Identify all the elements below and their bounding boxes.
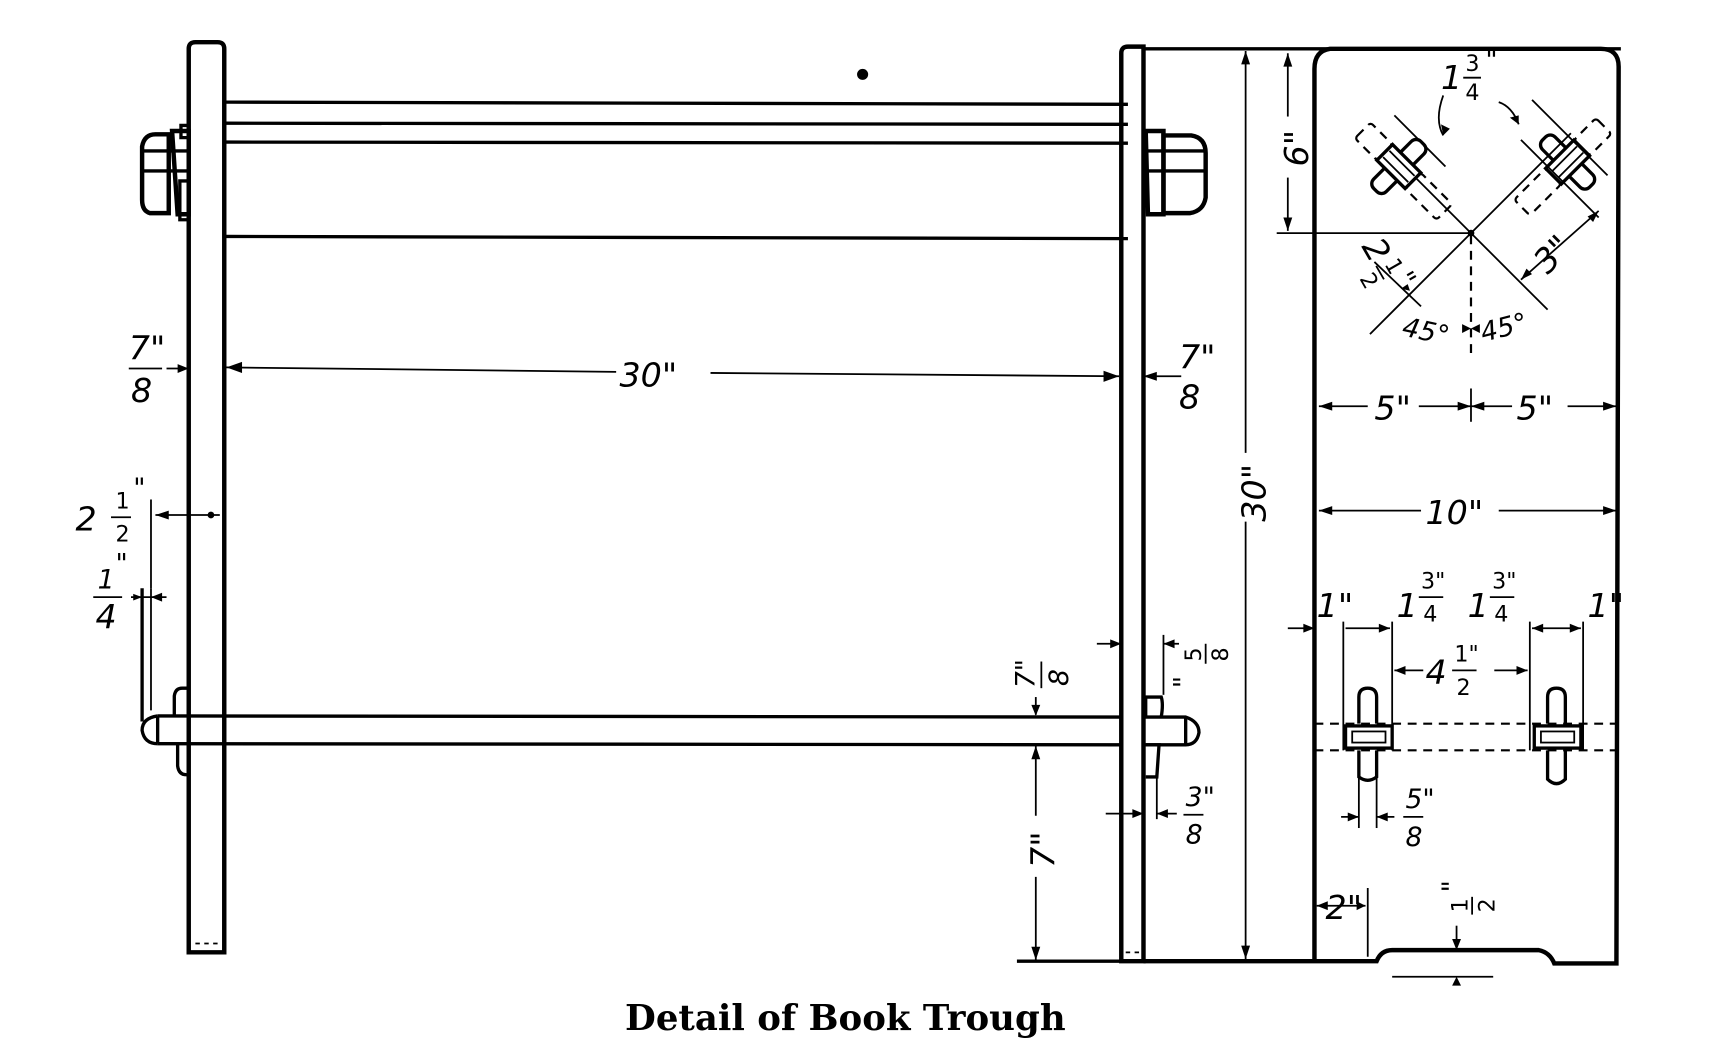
dim-tenon-lower: 3" 8	[1105, 782, 1215, 851]
bottom-slots	[1314, 621, 1617, 786]
dim-right-upright-thickness: 7" 8	[1143, 338, 1216, 416]
label-slot-gap-den: 2	[1457, 675, 1471, 701]
label-left-thickness-num: 7"	[129, 329, 166, 368]
label-peg-offset-den: 2	[115, 522, 129, 548]
right-bottom-wedge	[1144, 634, 1165, 820]
label-diag-slot-num: 3	[1465, 51, 1479, 77]
dim-peg-gap: 1 " 4	[93, 549, 167, 636]
label-diag-slot-whole: 1	[1441, 58, 1462, 97]
top-rails	[224, 100, 1128, 241]
label-diag-inner-den: 2	[1354, 268, 1384, 293]
label-right-thickness-num: 7"	[1179, 338, 1216, 377]
label-span-width: 30"	[619, 355, 677, 394]
label-tenon-upper-den: 8	[1208, 647, 1234, 661]
dim-rail-height: 7"	[1016, 745, 1122, 963]
label-top-offset: 6"	[1277, 130, 1316, 166]
left-bottom-peg	[1343, 686, 1394, 782]
dim-edge-left: 1"	[1287, 586, 1354, 633]
dim-tenon-upper: 5 8 "	[1096, 639, 1234, 688]
label-edge-left: 1"	[1317, 586, 1354, 625]
dim-foot-offset: 2"	[1316, 888, 1366, 927]
left-upright	[186, 39, 227, 955]
left-bottom-wedge	[140, 588, 191, 777]
label-peg-width-num: 5"	[1405, 784, 1434, 815]
dim-peg-width: 5" 8	[1341, 776, 1435, 853]
label-tenon-lower-den: 8	[1186, 820, 1203, 851]
label-foot-depth-den: 2	[1474, 898, 1500, 912]
dim-panel-width: 10"	[1318, 493, 1617, 532]
dim-top-offset: 6"	[1276, 53, 1471, 234]
dim-diag-slot: 1 3 4 "	[1437, 45, 1520, 136]
label-panel-width: 10"	[1425, 493, 1483, 532]
dim-slot-gap: 4 1" 2	[1394, 642, 1528, 701]
drawing-caption: Detail of Book Trough	[625, 998, 1066, 1039]
label-foot-depth-num: 1	[1448, 898, 1474, 912]
right-wedge-block	[1143, 128, 1208, 217]
dim-angles: 45° 45°	[1400, 307, 1531, 352]
label-peg-gap-num: 1	[98, 564, 115, 595]
dim-half-widths: 5" 5"	[1318, 388, 1617, 428]
dim-diag-arm: 3"	[1520, 210, 1600, 281]
left-wedge-block	[139, 123, 191, 222]
label-peg-width-den: 8	[1405, 822, 1422, 853]
label-slot-gap-num: 1"	[1454, 642, 1478, 668]
label-left-thickness-den: 8	[131, 371, 152, 410]
label-slot-gap-whole: 4	[1425, 653, 1446, 692]
label-rail-height: 7"	[1024, 831, 1063, 867]
label-edge-right: 1"	[1588, 586, 1625, 625]
label-peg-offset-unit: "	[133, 473, 145, 504]
dim-total-height: 30"	[1235, 51, 1274, 959]
label-slot-right-whole: 1	[1468, 586, 1489, 625]
label-half-width-right: 5"	[1517, 389, 1554, 428]
label-angle-left: 45°	[1400, 312, 1453, 352]
dim-diag-inner: 2 1 2 "	[1354, 231, 1422, 307]
bottom-rail	[140, 714, 1201, 747]
dim-slot-right: 1 3" 4	[1468, 568, 1581, 633]
label-peg-gap-den: 4	[95, 597, 116, 636]
dim-slot-left: 1 3" 4	[1345, 568, 1445, 633]
label-slot-right-num: 3"	[1492, 568, 1516, 594]
label-rail-thickness-num: 7"	[1011, 659, 1042, 688]
label-rail-thickness-den: 8	[1044, 669, 1075, 686]
dim-peg-offset: 2 1 2 "	[75, 473, 220, 589]
label-slot-left-num: 3"	[1421, 568, 1445, 594]
label-peg-offset-num: 1	[115, 488, 129, 514]
dim-left-upright-thickness: 7" 8	[128, 329, 189, 410]
label-angle-right: 45°	[1477, 307, 1530, 348]
right-bottom-peg	[1532, 686, 1583, 786]
label-tenon-lower-num: 3"	[1186, 782, 1215, 813]
dim-edge-right: 1"	[1588, 586, 1625, 625]
label-peg-gap-unit: "	[115, 549, 127, 580]
diagonal-pegs	[1355, 99, 1612, 353]
right-upright	[1119, 44, 1146, 964]
dim-foot-depth: 1 2 "	[1437, 880, 1500, 986]
label-slot-right-den: 4	[1494, 602, 1508, 628]
label-foot-depth-unit: "	[1437, 880, 1468, 892]
front-view	[139, 39, 1208, 964]
label-total-height: 30"	[1235, 464, 1274, 522]
dim-span-width: 30"	[226, 355, 1120, 394]
label-half-width-left: 5"	[1374, 389, 1411, 428]
label-tenon-upper-num: 5	[1181, 647, 1207, 661]
label-tenon-upper-unit: "	[1168, 676, 1199, 688]
label-right-thickness-den: 8	[1179, 377, 1200, 416]
dim-rail-thickness: 7" 8	[1011, 659, 1075, 716]
label-peg-offset-whole: 2	[75, 500, 96, 539]
label-diag-slot-unit: "	[1485, 45, 1497, 76]
side-panel	[1143, 46, 1621, 978]
label-diag-slot-den: 4	[1465, 80, 1479, 106]
ink-dot	[857, 68, 869, 80]
label-foot-offset: 2"	[1326, 888, 1363, 927]
label-slot-left-whole: 1	[1397, 586, 1418, 625]
label-slot-left-den: 4	[1423, 602, 1437, 628]
